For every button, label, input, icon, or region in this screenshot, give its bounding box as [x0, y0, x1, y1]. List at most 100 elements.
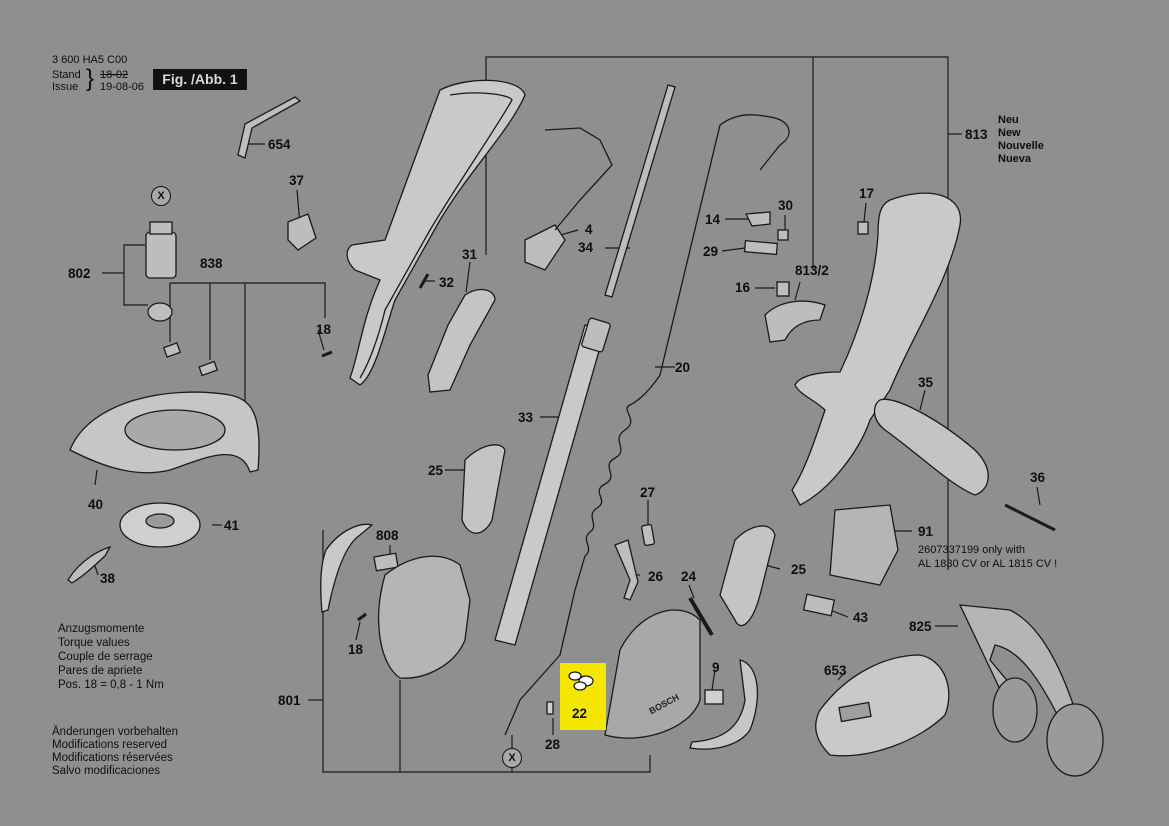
part-29	[743, 240, 779, 256]
mod-line-1: Änderungen vorbehalten	[52, 726, 178, 738]
bracket-802-line	[102, 244, 145, 274]
part-38-blade	[67, 545, 112, 584]
torque-line-1: Anzugsmomente	[58, 623, 145, 635]
label-33: 33	[518, 410, 534, 425]
part-35-grip	[873, 398, 989, 496]
label-25-left: 25	[428, 463, 444, 478]
part-653-charger	[815, 654, 950, 757]
part-4-switch	[524, 224, 566, 271]
mod-line-3: Modifications réservées	[52, 752, 173, 764]
part-front-housing	[604, 609, 701, 739]
label-18-top: 18	[316, 322, 332, 337]
label-22: 22	[572, 706, 588, 721]
part-825-wheel-1	[992, 677, 1038, 743]
bracket-801-line	[322, 530, 651, 773]
part-808-clip	[320, 523, 374, 613]
highlight-part-22: 22	[560, 663, 606, 730]
part-34-tube	[604, 84, 676, 298]
label-38: 38	[100, 571, 116, 586]
label-24: 24	[681, 569, 697, 584]
part-654-key	[237, 96, 302, 159]
issue-label: Issue	[52, 81, 79, 93]
label-801: 801	[278, 693, 301, 708]
label-36: 36	[1030, 470, 1046, 485]
mod-line-2: Modifications reserved	[52, 739, 168, 751]
part-22-nuts	[568, 671, 594, 691]
label-29: 29	[703, 244, 719, 259]
label-41: 41	[224, 518, 240, 533]
label-91: 91	[918, 524, 934, 539]
torque-line-4: Pares de apriete	[58, 665, 143, 677]
doc-number: 3 600 HA5 C00	[52, 54, 128, 66]
figure-badge: Fig. /Abb. 1	[153, 69, 247, 90]
label-802: 802	[68, 266, 91, 281]
part-802-fan	[147, 302, 173, 322]
label-30: 30	[778, 198, 794, 213]
part-27-spring	[641, 523, 655, 547]
label-27: 27	[640, 485, 656, 500]
label-35: 35	[918, 375, 934, 390]
part-31-cover	[427, 288, 496, 393]
label-26: 26	[648, 569, 664, 584]
part-813-2-lever	[764, 300, 826, 343]
date-brace: }	[86, 65, 95, 92]
label-9: 9	[712, 660, 720, 675]
bracket-813-line	[485, 56, 949, 570]
note-91-line1: 2607337199 only with	[918, 544, 1026, 556]
bracket-838-line	[170, 282, 326, 318]
part-25-cover-right	[719, 525, 776, 627]
note-91-line2: AL 1830 CV or AL 1815 CV !	[918, 558, 1058, 570]
part-43	[802, 593, 836, 617]
new-text-es: Nueva	[998, 153, 1032, 165]
label-43: 43	[853, 610, 869, 625]
part-14	[744, 211, 771, 227]
label-653: 653	[824, 663, 847, 678]
part-17	[857, 221, 869, 235]
label-813-2: 813/2	[795, 263, 829, 278]
torque-line-2: Torque values	[58, 637, 130, 649]
label-37: 37	[289, 173, 305, 188]
label-32: 32	[439, 275, 455, 290]
part-30	[777, 229, 789, 241]
label-654: 654	[268, 137, 291, 152]
part-91-battery	[829, 504, 899, 586]
part-9-strip	[689, 659, 759, 750]
bracket-802-line2	[123, 273, 148, 306]
part-801-housing	[378, 555, 471, 679]
new-text-de: Neu	[998, 114, 1019, 126]
part-26-lever	[614, 539, 639, 601]
label-25-right: 25	[791, 562, 807, 577]
label-18-bottom: 18	[348, 642, 364, 657]
part-802-motor	[145, 231, 177, 279]
part-16	[776, 281, 790, 297]
label-14: 14	[705, 212, 721, 227]
old-date: 18-02	[100, 69, 129, 81]
stand-label: Stand	[52, 69, 81, 81]
torque-line-5: Pos. 18 = 0,8 - 1 Nm	[58, 679, 164, 691]
label-34: 34	[578, 240, 594, 255]
part-37-knob	[287, 213, 317, 251]
label-17: 17	[859, 186, 875, 201]
label-20: 20	[675, 360, 691, 375]
new-text-en: New	[998, 127, 1021, 139]
label-825: 825	[909, 619, 932, 634]
part-25-cover-left	[461, 444, 506, 534]
label-838: 838	[200, 256, 223, 271]
label-28: 28	[545, 737, 561, 752]
label-4: 4	[585, 222, 593, 237]
part-20-cable	[504, 124, 721, 736]
label-813: 813	[965, 127, 988, 142]
marker-x-bottom: X	[502, 748, 522, 768]
new-text-fr: Nouvelle	[998, 140, 1044, 152]
mod-line-4: Salvo modificaciones	[52, 765, 161, 777]
torque-line-3: Couple de serrage	[58, 651, 153, 663]
label-31: 31	[462, 247, 478, 262]
label-808: 808	[376, 528, 399, 543]
part-33-tube	[494, 324, 606, 646]
part-813-handle	[791, 192, 962, 506]
part-handle-upper	[346, 79, 526, 386]
marker-x-top: X	[151, 186, 171, 206]
label-16: 16	[735, 280, 751, 295]
issue-date: 19-08-06	[100, 81, 145, 93]
